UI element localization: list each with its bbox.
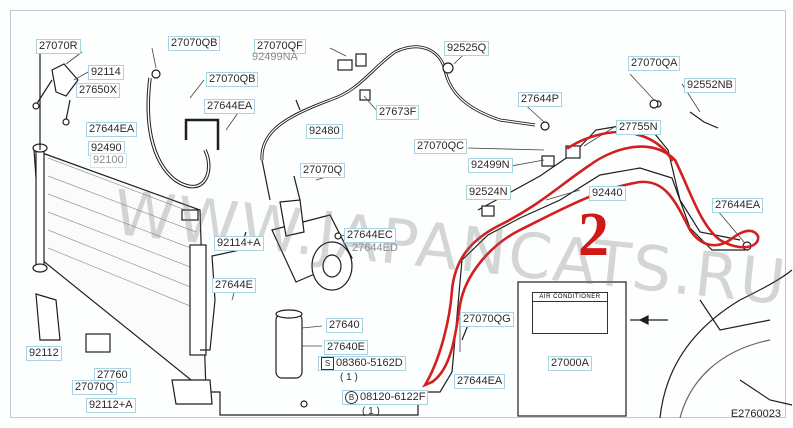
part-label-27673F: 27673F	[376, 105, 420, 120]
upper-bracket-drawing	[32, 63, 79, 126]
inset-arrow	[638, 315, 649, 325]
diagram-frame	[10, 10, 786, 418]
part-label-27650X: 27650X	[76, 83, 120, 98]
part-label-27644ED: 27644ED	[352, 242, 398, 254]
part-label-27644EA-lower: 27644EA	[454, 374, 506, 389]
s-symbol-icon: S	[321, 357, 334, 370]
part-label-27644EA-mid: 27644EA	[204, 99, 256, 114]
part-label-27070QC: 27070QC	[414, 139, 468, 154]
part-label-27070QA: 27070QA	[628, 56, 681, 71]
part-label-27070Q-lower: 27070Q	[72, 380, 118, 395]
part-label-27070QB-top: 27070QB	[168, 36, 221, 51]
part-label-92525Q: 92525Q	[444, 41, 490, 56]
b-symbol-icon: B	[345, 391, 358, 404]
part-label-27070QF: 27070QF	[254, 39, 306, 54]
part-label-27644P: 27644P	[518, 92, 562, 107]
part-label-27070Q: 27070Q	[300, 163, 346, 178]
part-label-92440: 92440	[589, 186, 626, 201]
part-label-92112: 92112	[26, 346, 62, 361]
part-label-27644EA-left: 27644EA	[86, 122, 138, 137]
air-conditioner-label: AIR CONDITIONER	[532, 292, 608, 334]
part-label-92499N: 92499N	[468, 158, 513, 173]
bolt-quantity: ( 1 )	[362, 406, 380, 417]
suction-line-drawing	[260, 45, 536, 201]
bolt-part-number: 08120-6122F	[360, 391, 426, 403]
part-label-92552NB: 92552NB	[684, 78, 736, 93]
air-conditioner-label-title: AIR CONDITIONER	[533, 293, 607, 302]
low-pressure-hose-drawing	[146, 69, 220, 189]
bolt-part-number: 08360-5162D	[336, 357, 403, 369]
part-label-92112A: 92112+A	[86, 398, 136, 413]
vehicle-outline-drawing	[659, 269, 793, 419]
part-label-27070QG: 27070QG	[460, 312, 514, 327]
part-label-27000A: 27000A	[548, 356, 592, 371]
part-label-27640E: 27640E	[324, 340, 368, 355]
part-label-27644EA-right: 27644EA	[712, 198, 764, 213]
part-label-27755N: 27755N	[616, 120, 661, 135]
part-label-92100: 92100	[90, 153, 127, 168]
receiver-drier-drawing	[275, 309, 303, 379]
part-label-27644EC: 27644EC	[344, 228, 396, 243]
part-label-27644E-upper: 27644E	[212, 278, 256, 293]
condenser-drawing	[32, 40, 207, 394]
part-label-92480: 92480	[306, 124, 343, 139]
clip-parts	[35, 53, 752, 408]
bolt-quantity: ( 1 )	[340, 372, 358, 383]
diagram-code: E2760023	[730, 408, 781, 420]
part-label-27070QB: 27070QB	[206, 72, 259, 87]
part-label-92524N: 92524N	[466, 185, 511, 200]
part-label-92499NA: 92499NA	[252, 51, 298, 63]
part-label-92114A: 92114+A	[214, 236, 264, 251]
compressor-drawing	[271, 175, 353, 291]
annotation-number: 2	[578, 201, 609, 269]
part-label-27070R: 27070R	[36, 39, 81, 54]
part-label-92114: 92114	[88, 65, 124, 80]
part-label-27640: 27640	[326, 318, 363, 333]
